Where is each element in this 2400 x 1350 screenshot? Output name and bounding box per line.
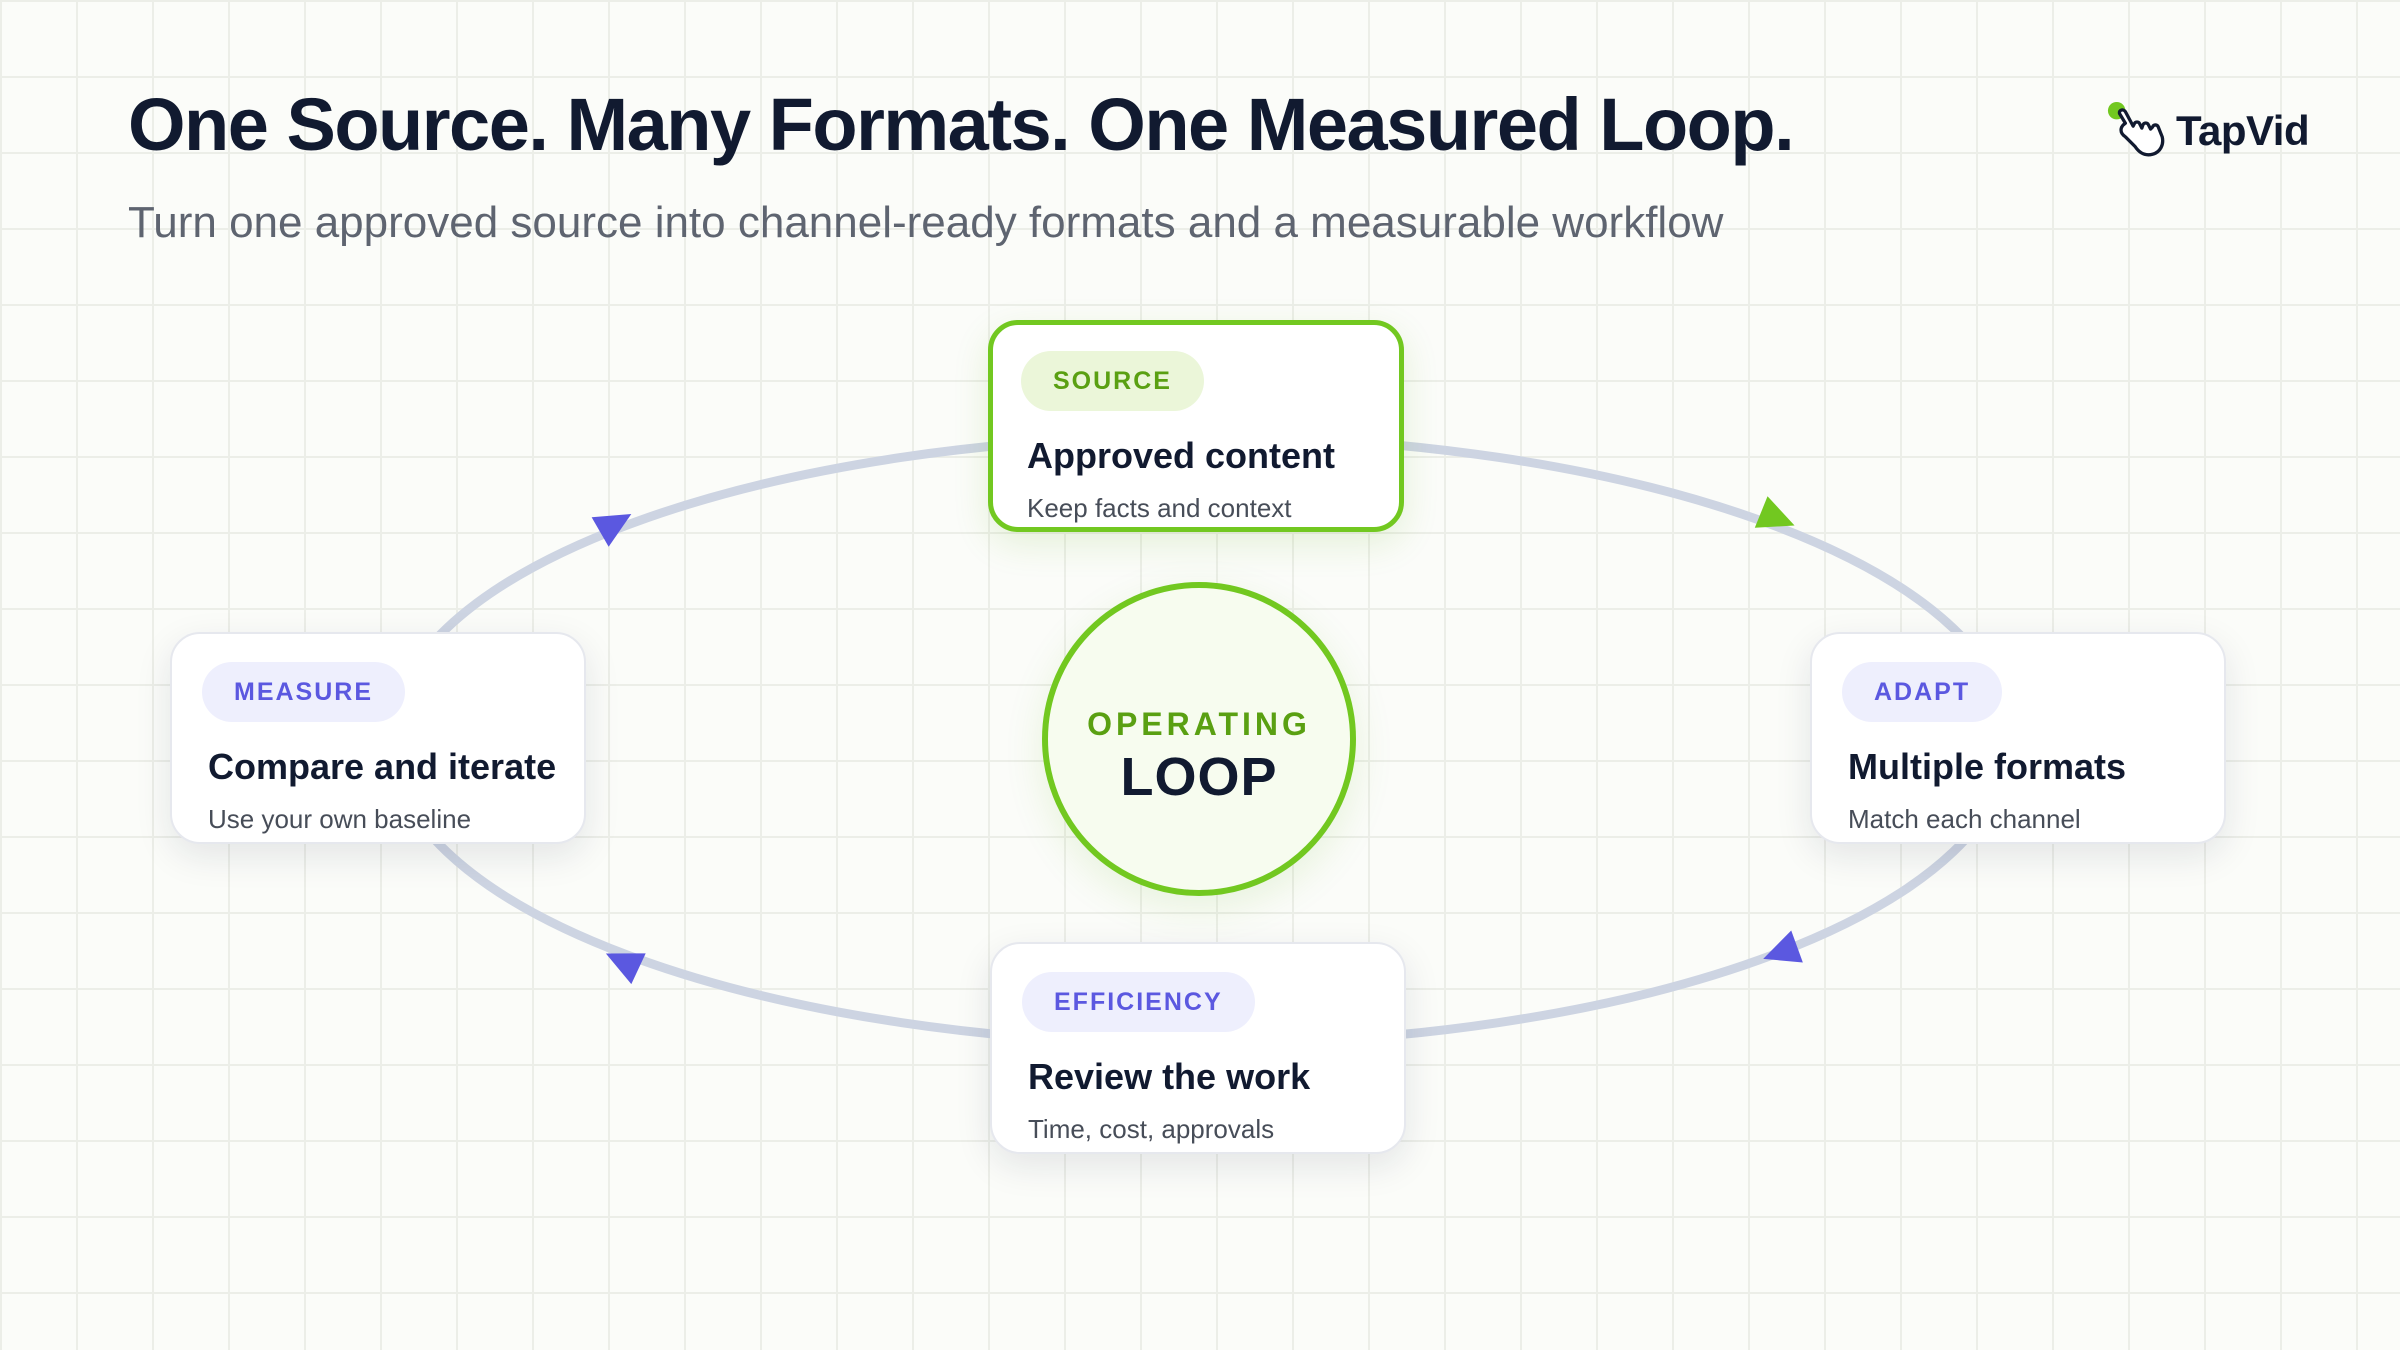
arrow-efficiency-to-measure — [605, 953, 646, 985]
hub-label: OPERATING — [1087, 706, 1311, 742]
arrow-source-to-adapt — [1754, 496, 1795, 528]
efficiency-tag: EFFICIENCY — [1022, 972, 1255, 1032]
efficiency-description: Time, cost, approvals — [1028, 1114, 1275, 1144]
brand-logo: TapVid — [2106, 100, 2310, 162]
adapt-description: Match each channel — [1848, 804, 2081, 834]
tap-hand-icon — [2107, 101, 2165, 157]
hub-title: LOOP — [1120, 747, 1278, 807]
source-card: SOURCE Approved content Keep facts and c… — [988, 320, 1404, 532]
page-subtitle: Turn one approved source into channel-re… — [128, 198, 1724, 247]
arrow-measure-to-source — [591, 514, 632, 547]
efficiency-heading: Review the work — [1028, 1056, 1311, 1097]
measure-description: Use your own baseline — [208, 804, 472, 834]
measure-tag: MEASURE — [202, 662, 406, 722]
source-heading: Approved content — [1027, 435, 1336, 476]
measure-card: MEASURE Compare and iterate Use your own… — [170, 632, 586, 844]
adapt-tag: ADAPT — [1842, 662, 2003, 722]
measure-heading: Compare and iterate — [208, 746, 557, 787]
adapt-card: ADAPT Multiple formats Match each channe… — [1810, 632, 2226, 844]
source-tag: SOURCE — [1021, 351, 1204, 411]
operating-loop-hub: OPERATING LOOP — [1042, 582, 1356, 896]
arrow-adapt-to-efficiency — [1763, 930, 1803, 963]
source-description: Keep facts and context — [1027, 493, 1292, 523]
brand-name: TapVid — [2176, 107, 2310, 154]
efficiency-card: EFFICIENCY Review the work Time, cost, a… — [990, 942, 1406, 1154]
page-title: One Source. Many Formats. One Measured L… — [128, 83, 1795, 166]
adapt-heading: Multiple formats — [1848, 746, 2127, 787]
